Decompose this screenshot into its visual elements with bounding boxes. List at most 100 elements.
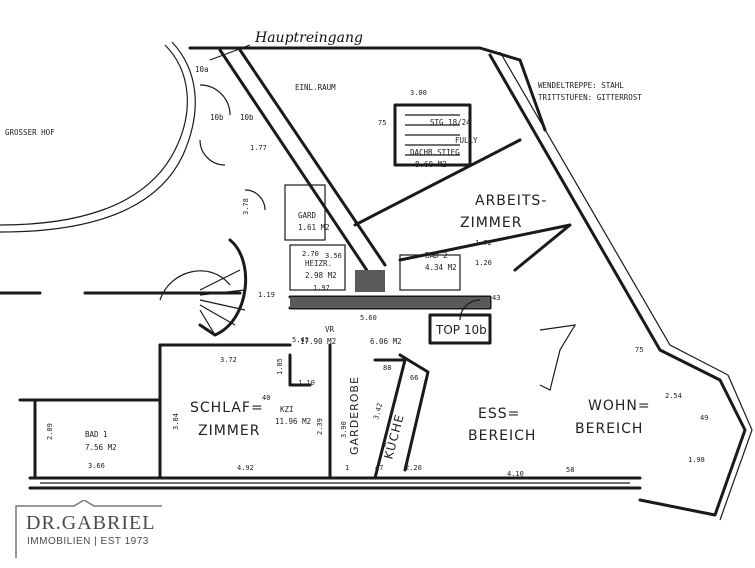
heizr-box [289,244,346,291]
bad2-area: 4.34 M2 [425,263,457,272]
dim-119: 1.19 [258,291,275,299]
garderobe-right-wall [373,358,407,480]
dim-220: 2.20 [405,464,422,472]
dim-384: 3.84 [172,413,180,430]
stair-steps [405,114,460,156]
dim-58: 58 [566,466,574,474]
dim-492: 4.92 [237,464,254,472]
vr-label: VR [325,325,335,334]
dim-110: 1.10 [298,379,315,387]
schlafzimmer-label-1: SCHLAF= [190,400,264,416]
dim-66: 66 [410,374,418,382]
bad1-label: BAD 1 [85,430,108,439]
dim-75a: 75 [378,119,386,127]
top-wall [188,46,547,132]
bad-center-wall [288,353,312,387]
spiral-stair [198,238,248,337]
wohnbereich-label-1: WOHN= [588,398,651,414]
essbereich-label-1: ESS= [478,406,520,422]
kueche-wall [398,353,430,472]
essbereich-label-2: BEREICH [468,428,536,444]
kueche-label: KÜCHE [379,412,406,461]
door-10b-label-2: 10b [240,113,254,122]
left-wall [0,291,162,402]
dim-120: 1.20 [475,259,492,267]
dim-43: 43 [492,294,500,302]
dim-1: 1 [345,464,349,472]
dim-342: 3.42 [372,402,384,420]
dim-378: 3.78 [242,198,250,215]
top-10b-label: TOP 10b [435,323,487,337]
handwritten-entrance-label: Hauptreingang [254,30,363,46]
dim-410: 4.10 [507,470,524,478]
dim-541: 5.41 [292,336,309,344]
gard-label: GARD [298,211,317,220]
bad2-label: BAD 2 [425,251,448,260]
heizr-hatch [355,270,385,292]
dachb-area: 8.60 M2 [415,160,447,169]
dim-198: 1.98 [688,456,705,464]
gard-box [284,184,326,241]
logo-frame [15,500,162,558]
dim-356: 3.56 [325,252,342,260]
door-arc-1 [199,84,231,116]
dachb-label: DACHB.STIEG [410,148,460,157]
arbeitszimmer-wall [353,138,522,227]
stair-box [393,103,472,167]
right-diagonal-wall [488,53,747,517]
stg-label: STG 18/24 [430,118,471,127]
dim-254: 2.54 [665,392,682,400]
stair-note-2: TRITTSTUFEN: GITTERROST [538,93,642,102]
dim-105: 1.05 [276,358,284,375]
dim-75b: 75 [635,346,643,354]
dim-372: 3.72 [220,356,237,364]
dim-390: 3.90 [340,421,348,438]
dim-88: 88 [383,364,391,372]
logo-subline: IMMOBILIEN | EST 1973 [27,536,149,547]
arbeitszimmer-wall-2 [398,223,572,272]
stair-note-1: WENDELTREPPE: STAHL [538,81,624,90]
vr-area-2: 6.06 M2 [370,337,402,346]
dim-366: 3.66 [88,462,105,470]
dim-209: 2.09 [46,423,54,440]
vr-area: 17.90 M2 [300,337,336,346]
dim-49: 49 [700,414,708,422]
dim-40: 40 [262,394,270,402]
schlafzimmer-label-2: ZIMMER [198,423,260,439]
door-arc-2 [199,139,226,166]
courtyard-arc-wall-inner [0,41,196,233]
bad1-area: 7.56 M2 [85,443,117,452]
schlaf-tag: KZI [280,405,294,414]
corridor-diagonal-wall-2 [238,48,387,267]
einl-raum-label: EINL.RAUM [295,83,336,92]
bad2-box [399,254,461,291]
company-logo: DR.GABRIEL IMMOBILIEN | EST 1973 [14,500,164,560]
spiral-stair-inner [159,270,231,301]
stair-symbol [539,324,577,391]
heizr-label: HEIZR. [305,259,332,268]
wohnbereich-label-2: BEREICH [575,421,643,437]
heizr-area: 2.98 M2 [305,271,337,280]
door-arc-3 [459,299,481,321]
dim-560: 5.60 [360,314,377,322]
arbeitszimmer-label-2: ZIMMER [460,215,522,231]
bottom-wall [28,476,642,490]
door-10a-label: 10a [195,65,209,74]
dim-197: 1.97 [313,284,330,292]
grosser-hof-label: GROSSER HOF [5,128,55,137]
logo-brand: DR.GABRIEL [26,512,156,534]
right-diagonal-wall-outer [499,51,753,521]
spiral-stair-treads [199,269,246,336]
mid-wall-hatch [290,297,490,308]
corridor-diagonal-wall [218,48,372,277]
courtyard-arc-wall [0,44,188,226]
schlaf-area: 11.96 M2 [275,417,311,426]
dim-239: 2.39 [316,418,324,435]
arbeitszimmer-label-1: ARBEITS- [475,193,547,209]
door-10b-label: 10b [210,113,224,122]
gard-area: 1.61 M2 [298,223,330,232]
door-arc-4 [244,189,266,211]
dim-47: 47 [375,464,383,472]
pointer-line [209,44,251,61]
